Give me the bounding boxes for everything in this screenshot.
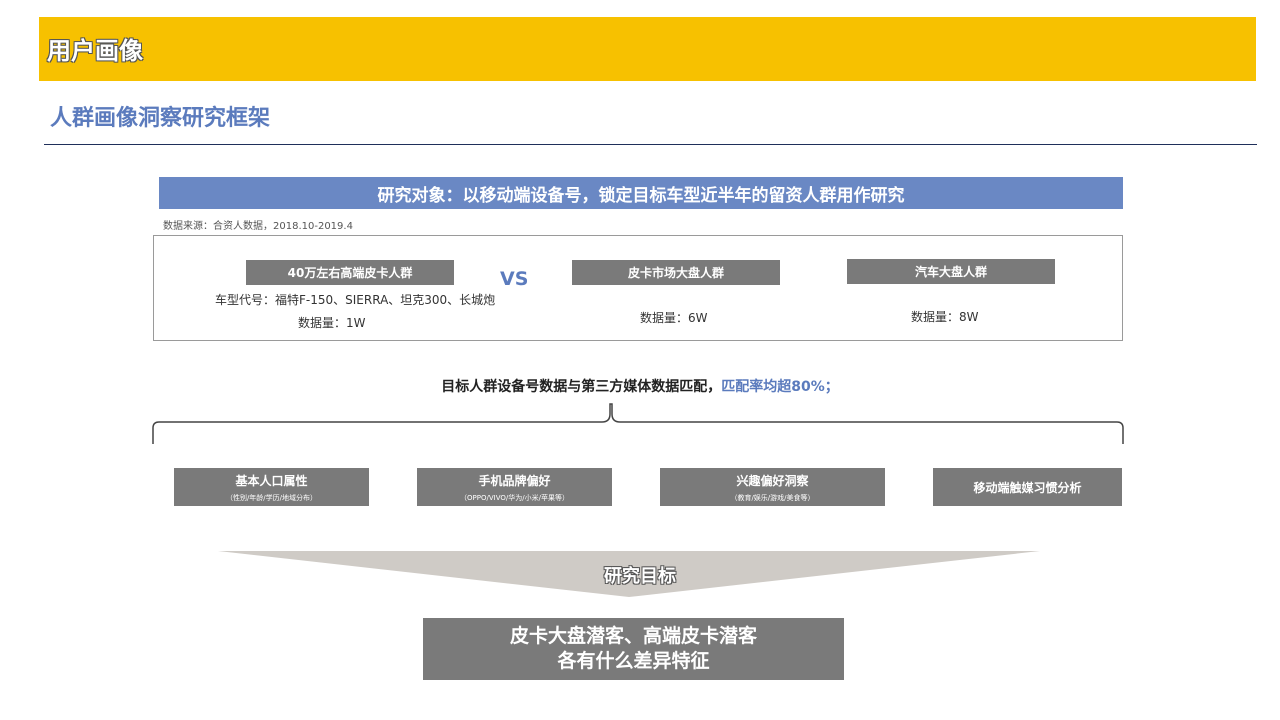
dimension-title: 移动端触媒习惯分析	[973, 480, 1082, 495]
group-label-high-end-pickup: 40万左右高端皮卡人群	[246, 260, 454, 285]
group-volume-high-end-pickup: 数据量：1W	[298, 316, 366, 330]
title-divider	[44, 144, 1257, 145]
dimension-demographics: 基本人口属性 （性别/年龄/学历/地域分布）	[174, 468, 369, 506]
dimension-media-habits: 移动端触媒习惯分析	[933, 468, 1122, 506]
goal-line-1: 皮卡大盘潜客、高端皮卡潜客	[509, 625, 757, 647]
dimension-subtitle: （性别/年龄/学历/地域分布）	[225, 493, 318, 502]
data-source-note: 数据来源：合资人数据，2018.10-2019.4	[163, 221, 353, 232]
vs-label: VS	[500, 268, 529, 290]
dimension-title: 手机品牌偏好	[478, 473, 551, 488]
target-groups-box	[153, 235, 1123, 341]
group-volume-pickup-market: 数据量：6W	[640, 311, 708, 325]
dimension-subtitle: （OPPO/VIVO/华为/小米/苹果等）	[460, 493, 569, 502]
group-volume-car-market: 数据量：8W	[911, 310, 979, 324]
research-goal-box: 皮卡大盘潜客、高端皮卡潜客 各有什么差异特征	[423, 618, 844, 680]
dimension-subtitle: （教育/娱乐/游戏/美食等）	[730, 493, 815, 502]
dimension-title: 基本人口属性	[235, 473, 308, 488]
section-title: 人群画像洞察研究框架	[50, 106, 271, 131]
dimension-interests: 兴趣偏好洞察 （教育/娱乐/游戏/美食等）	[660, 468, 885, 506]
dimension-title: 兴趣偏好洞察	[736, 473, 809, 488]
goal-line-2: 各有什么差异特征	[557, 650, 710, 672]
group-models-high-end-pickup: 车型代号：福特F-150、SIERRA、坦克300、长城炮	[215, 293, 496, 307]
match-rate-statement: 目标人群设备号数据与第三方媒体数据匹配，匹配率均超80%；	[0, 376, 1280, 396]
goal-funnel-shape	[218, 551, 1040, 597]
goal-label: 研究目标	[604, 566, 676, 587]
page-header-title: 用户画像	[47, 37, 143, 65]
group-label-car-market: 汽车大盘人群	[847, 259, 1055, 284]
group-label-pickup-market: 皮卡市场大盘人群	[572, 260, 780, 285]
match-text: 目标人群设备号数据与第三方媒体数据匹配，	[441, 379, 722, 395]
dimension-phone-brand: 手机品牌偏好 （OPPO/VIVO/华为/小米/苹果等）	[417, 468, 612, 506]
brace-connector	[152, 403, 1124, 444]
research-object-text: 研究对象：以移动端设备号，锁定目标车型近半年的留资人群用作研究	[377, 185, 905, 206]
research-object-bar: 研究对象：以移动端设备号，锁定目标车型近半年的留资人群用作研究	[159, 177, 1123, 209]
match-highlight: 匹配率均超80%；	[721, 379, 839, 395]
header-banner: 用户画像	[39, 17, 1256, 81]
